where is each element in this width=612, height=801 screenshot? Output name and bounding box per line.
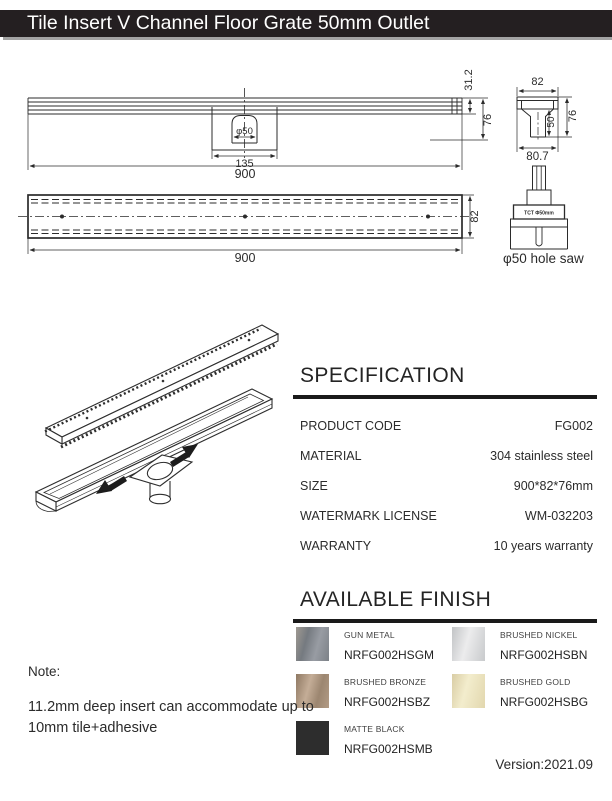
finish-swatch	[296, 721, 329, 755]
dim-total-height-label: 76	[482, 114, 494, 126]
finish-label: GUN METAL	[344, 630, 395, 640]
spec-value: 304 stainless steel	[490, 449, 593, 463]
finish-code: NRFG002HSBZ	[344, 695, 431, 709]
side-view-drawing: φ50 135 900 31.2 76	[27, 69, 494, 181]
hole-saw-label: φ50 hole saw	[503, 251, 584, 266]
finish-code: NRFG002HSBG	[500, 695, 589, 709]
finish-label: BRUSHED NICKEL	[500, 630, 578, 640]
spec-label: SIZE	[300, 479, 328, 493]
end-view-drawing: 82 50 80.7 76	[516, 76, 579, 163]
heading-rule	[293, 395, 597, 399]
spec-label: WATERMARK LICENSE	[300, 509, 437, 523]
spec-row-material: MATERIAL 304 stainless steel	[300, 449, 593, 479]
finish-label: MATTE BLACK	[344, 724, 405, 734]
note-title: Note:	[28, 664, 61, 679]
isometric-drawing	[34, 324, 280, 512]
dim-length-label: 900	[235, 167, 256, 181]
finish-code: NRFG002HSGM	[344, 648, 435, 662]
spec-row-product-code: PRODUCT CODE FG002	[300, 419, 593, 449]
finish-swatch	[452, 627, 485, 661]
hole-saw-stamp: TCT Φ50mm	[524, 211, 554, 217]
spec-value: 900*82*76mm	[513, 479, 593, 493]
hole-saw-drawing: TCT Φ50mm φ50 hole saw	[503, 165, 584, 266]
dim-width-label: 82	[469, 210, 481, 222]
dim-outlet-label: φ50	[236, 126, 253, 137]
spec-label: WARRANTY	[300, 539, 372, 553]
slide-direction-arrows	[96, 444, 198, 494]
finish-swatch	[296, 674, 329, 708]
finish-item-brushed-nickel: BRUSHED NICKEL NRFG002HSBN	[452, 627, 602, 662]
finish-label: BRUSHED BRONZE	[344, 677, 427, 687]
spec-row-size: SIZE 900*82*76mm	[300, 479, 593, 509]
dim-insert-height-label: 31.2	[463, 69, 475, 90]
dim-bottom-width-label: 80.7	[526, 151, 548, 163]
spec-row-warranty: WARRANTY 10 years warranty	[300, 539, 593, 569]
spec-label: PRODUCT CODE	[300, 419, 402, 433]
specification-table: PRODUCT CODE FG002 MATERIAL 304 stainles…	[300, 419, 593, 569]
finish-item-brushed-gold: BRUSHED GOLD NRFG002HSBG	[452, 674, 602, 709]
note-body: 11.2mm deep insert can accommodate up to…	[28, 699, 314, 736]
available-finish-section: AVAILABLE FINISH	[293, 588, 597, 623]
finish-swatch	[296, 627, 329, 661]
finish-item-gun-metal: GUN METAL NRFG002HSGM	[296, 627, 452, 662]
spec-value: 10 years warranty	[493, 539, 593, 553]
spec-label: MATERIAL	[300, 449, 362, 463]
finish-code: NRFG002HSBN	[500, 648, 588, 662]
heading-rule	[293, 619, 597, 623]
finish-label: BRUSHED GOLD	[500, 677, 571, 687]
page-title: Tile Insert V Channel Floor Grate 50mm O…	[0, 10, 612, 37]
dim-outlet-depth-label: 50	[546, 116, 557, 128]
dim-top-width-label: 82	[531, 76, 543, 88]
available-finish-heading: AVAILABLE FINISH	[300, 588, 492, 611]
specification-heading: SPECIFICATION	[300, 364, 465, 387]
spec-value: FG002	[554, 419, 593, 433]
finish-item-brushed-bronze: BRUSHED BRONZE NRFG002HSBZ	[296, 674, 452, 709]
finish-item-matte-black: MATTE BLACK NRFG002HSMB	[296, 721, 452, 756]
finish-grid: GUN METAL NRFG002HSGM BRUSHED NICKEL NRF…	[296, 627, 602, 756]
version-label: Version:2021.09	[495, 757, 593, 772]
top-view-drawing: 82 900	[18, 194, 481, 265]
spec-row-watermark-license: WATERMARK LICENSE WM-032203	[300, 509, 593, 539]
dim-length-label: 900	[235, 251, 256, 265]
finish-code: NRFG002HSMB	[344, 742, 433, 756]
finish-swatch	[452, 674, 485, 708]
specification-section: SPECIFICATION	[293, 364, 597, 399]
spec-value: WM-032203	[524, 509, 593, 523]
dim-height-label: 76	[567, 110, 579, 122]
